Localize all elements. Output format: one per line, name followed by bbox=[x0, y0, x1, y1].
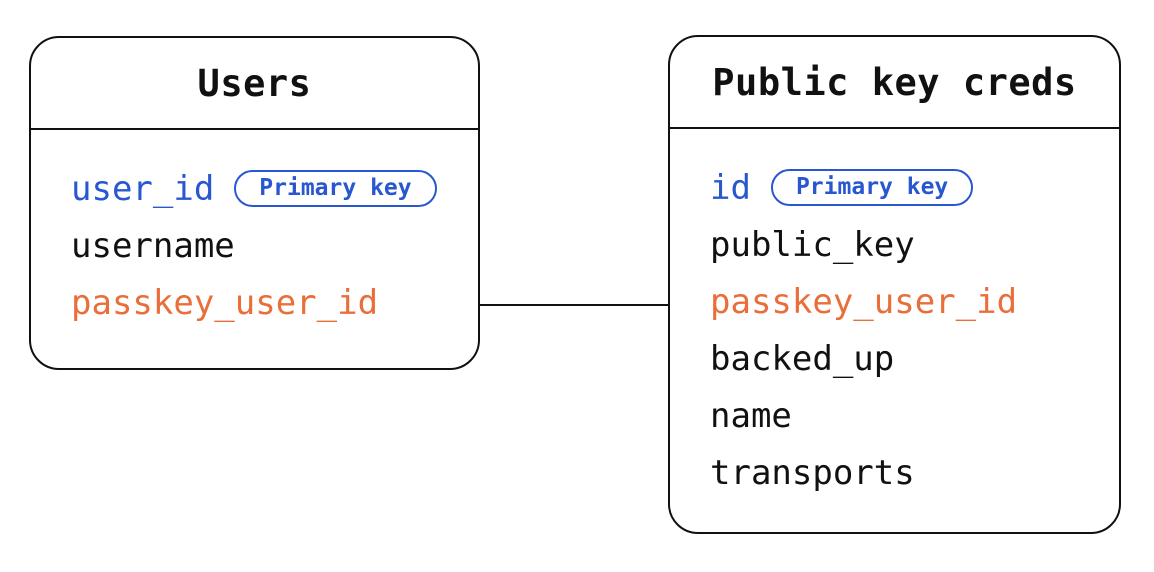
field-name-id: id bbox=[710, 167, 751, 208]
field-name-passkey-user-id: passkey_user_id bbox=[710, 281, 1018, 322]
primary-key-badge: Primary key bbox=[770, 169, 974, 206]
table-public-key-creds-fields: id Primary key public_key passkey_user_i… bbox=[670, 129, 1119, 501]
table-public-key-creds: Public key creds id Primary key public_k… bbox=[668, 35, 1121, 534]
table-users-title: Users bbox=[31, 38, 478, 130]
field-name-name: name bbox=[710, 395, 792, 436]
field-name-backed-up: backed_up bbox=[710, 338, 895, 379]
field-row-backed-up: backed_up bbox=[710, 330, 1119, 387]
table-public-key-creds-title: Public key creds bbox=[670, 37, 1119, 129]
field-row-user-id: user_id Primary key bbox=[71, 160, 478, 217]
field-row-username: username bbox=[71, 217, 478, 274]
relationship-line bbox=[480, 304, 668, 306]
field-row-public-key: public_key bbox=[710, 216, 1119, 273]
field-name-user-id: user_id bbox=[71, 168, 215, 209]
field-name-passkey-user-id: passkey_user_id bbox=[71, 282, 379, 323]
field-name-transports: transports bbox=[710, 452, 915, 493]
field-row-name: name bbox=[710, 387, 1119, 444]
field-row-passkey-user-id: passkey_user_id bbox=[710, 273, 1119, 330]
field-row-id: id Primary key bbox=[710, 159, 1119, 216]
field-name-username: username bbox=[71, 225, 235, 266]
table-users: Users user_id Primary key username passk… bbox=[29, 36, 480, 370]
primary-key-badge: Primary key bbox=[234, 170, 437, 207]
field-row-transports: transports bbox=[710, 444, 1119, 501]
table-users-fields: user_id Primary key username passkey_use… bbox=[31, 130, 478, 331]
field-row-passkey-user-id: passkey_user_id bbox=[71, 274, 478, 331]
field-name-public-key: public_key bbox=[710, 224, 915, 265]
